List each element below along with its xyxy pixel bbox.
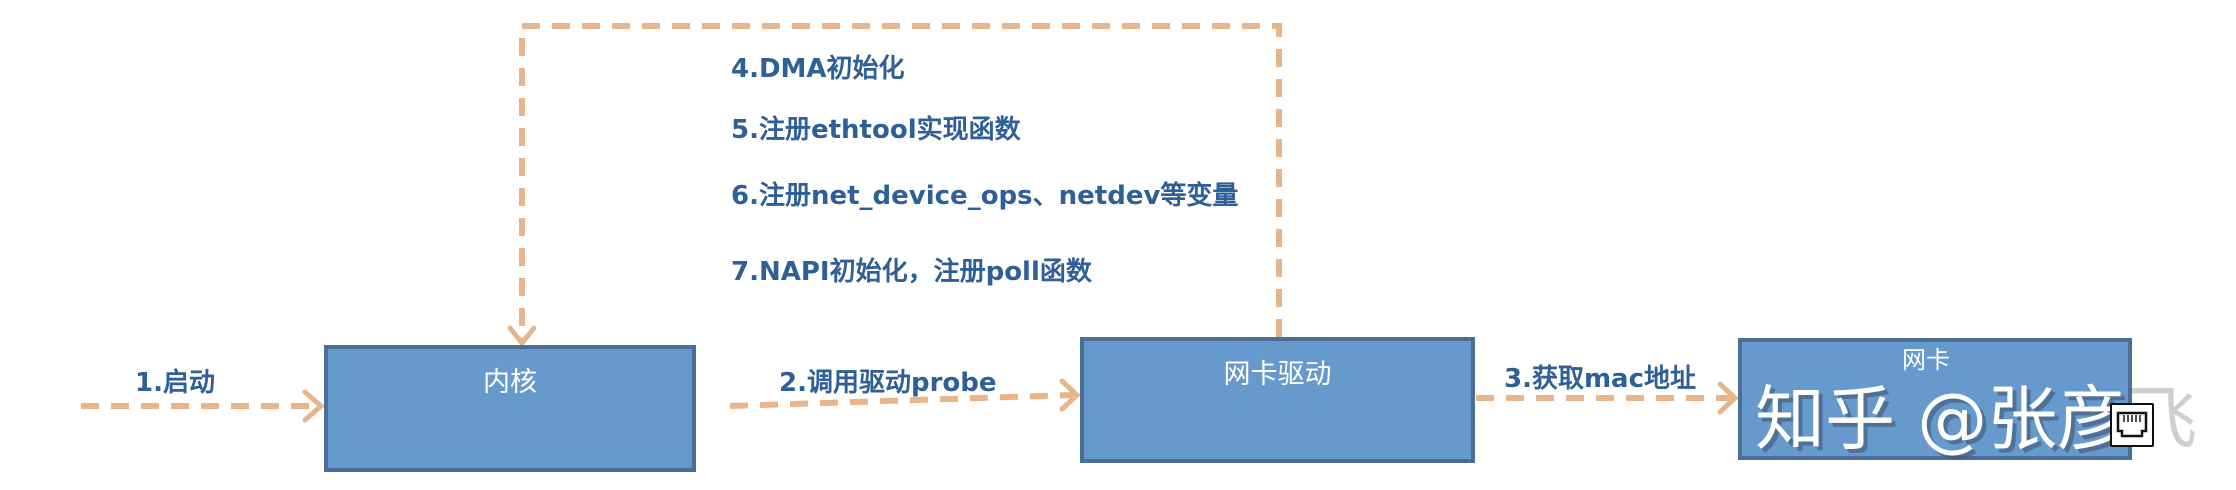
- step-1-label: 1.启动: [135, 368, 215, 398]
- step-7-label: 7.NAPI初始化，注册poll函数: [731, 257, 1092, 287]
- arrow-head: [507, 325, 537, 348]
- step-3-label: 3.获取mac地址: [1504, 364, 1697, 394]
- loop-arrow: [519, 23, 1282, 340]
- driver-node: 网卡驱动: [1080, 337, 1475, 463]
- step-4-label: 4.DMA初始化: [731, 54, 905, 84]
- nic-node: 网卡: [1738, 338, 2132, 460]
- kernel-label: 内核: [483, 367, 537, 398]
- arrow-head: [1059, 378, 1081, 412]
- arrow-probe: [729, 392, 1074, 409]
- step-5-label: 5.注册ethtool实现函数: [731, 115, 1021, 145]
- watermark-main: 知乎 @张彦: [1755, 378, 2128, 460]
- driver-label: 网卡驱动: [1223, 359, 1332, 390]
- kernel-node: 内核: [324, 345, 696, 472]
- step-2-label: 2.调用驱动probe: [779, 368, 997, 398]
- arrow-head: [1717, 381, 1739, 415]
- nic-label: 网卡: [1902, 346, 1950, 374]
- step-6-label: 6.注册net_device_ops、netdev等变量: [731, 181, 1239, 211]
- ethernet-port-icon: [2110, 403, 2154, 447]
- arrow-head: [302, 389, 325, 423]
